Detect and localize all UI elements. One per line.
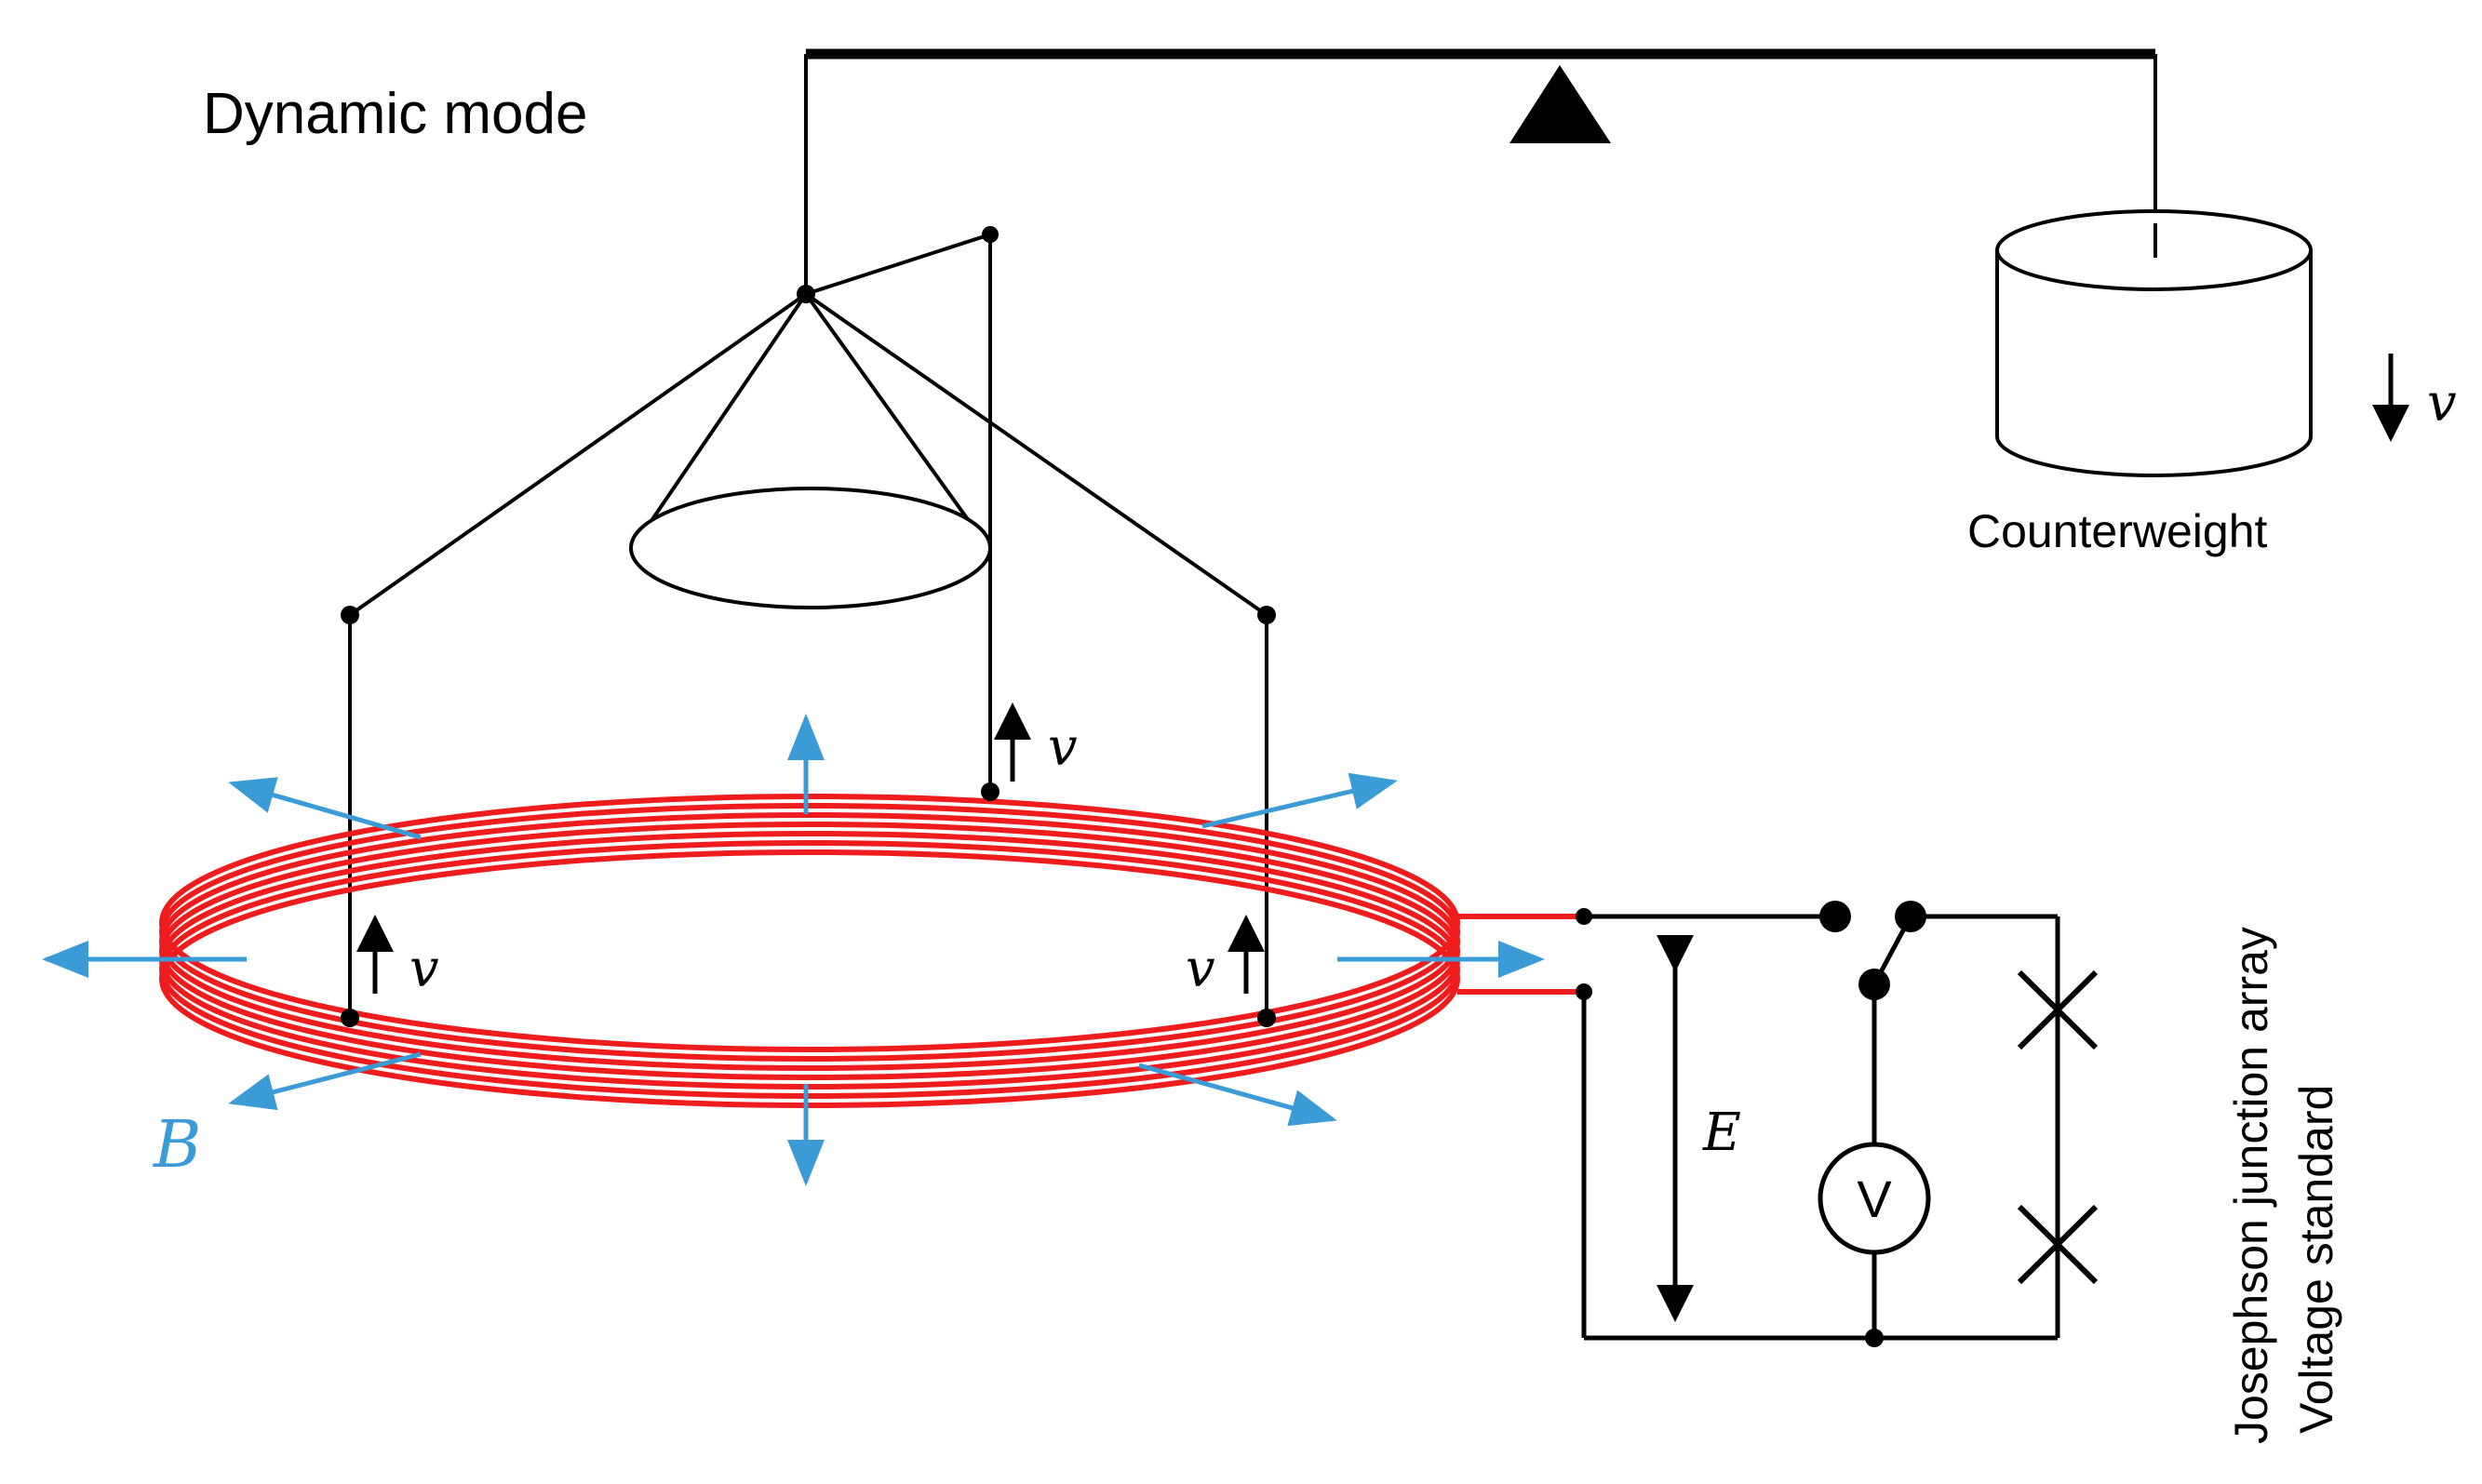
magnetic-field-arrows	[42, 714, 1545, 1186]
junction-points	[341, 226, 1276, 624]
voltage-standard-label: Voltage standard	[2290, 1085, 2342, 1434]
coil-leads	[1457, 914, 1584, 995]
magnetic-field-label: B	[152, 1106, 201, 1183]
emf-label: E	[1702, 1103, 1741, 1163]
josephson-junction-top	[2017, 969, 2099, 1050]
counterweight-label: Counterweight	[1967, 505, 2268, 557]
fulcrum-triangle	[1509, 65, 1611, 143]
voltmeter-symbol: V	[1857, 1170, 1892, 1228]
suspension	[348, 233, 1268, 1018]
voltmeter	[1818, 1142, 1931, 1255]
coil-attachment-points	[341, 782, 1276, 1027]
diagram-title: Dynamic mode	[203, 82, 587, 146]
weighing-pan	[629, 487, 992, 609]
jj-array-label: Josephson junction array	[2225, 927, 2277, 1444]
coil	[159, 794, 1460, 1108]
circuit-nodes	[1576, 901, 1926, 1347]
coil-velocity-label-left: v	[409, 939, 439, 999]
josephson-junction-bottom	[2017, 1204, 2099, 1285]
coil-velocity-label-top: v	[1048, 717, 1078, 778]
counterweight	[1995, 209, 2313, 477]
counterweight-velocity-label: v	[2427, 373, 2457, 434]
measurement-circuit	[1581, 914, 2060, 1341]
coil-velocity-label-right: v	[1186, 939, 1215, 999]
